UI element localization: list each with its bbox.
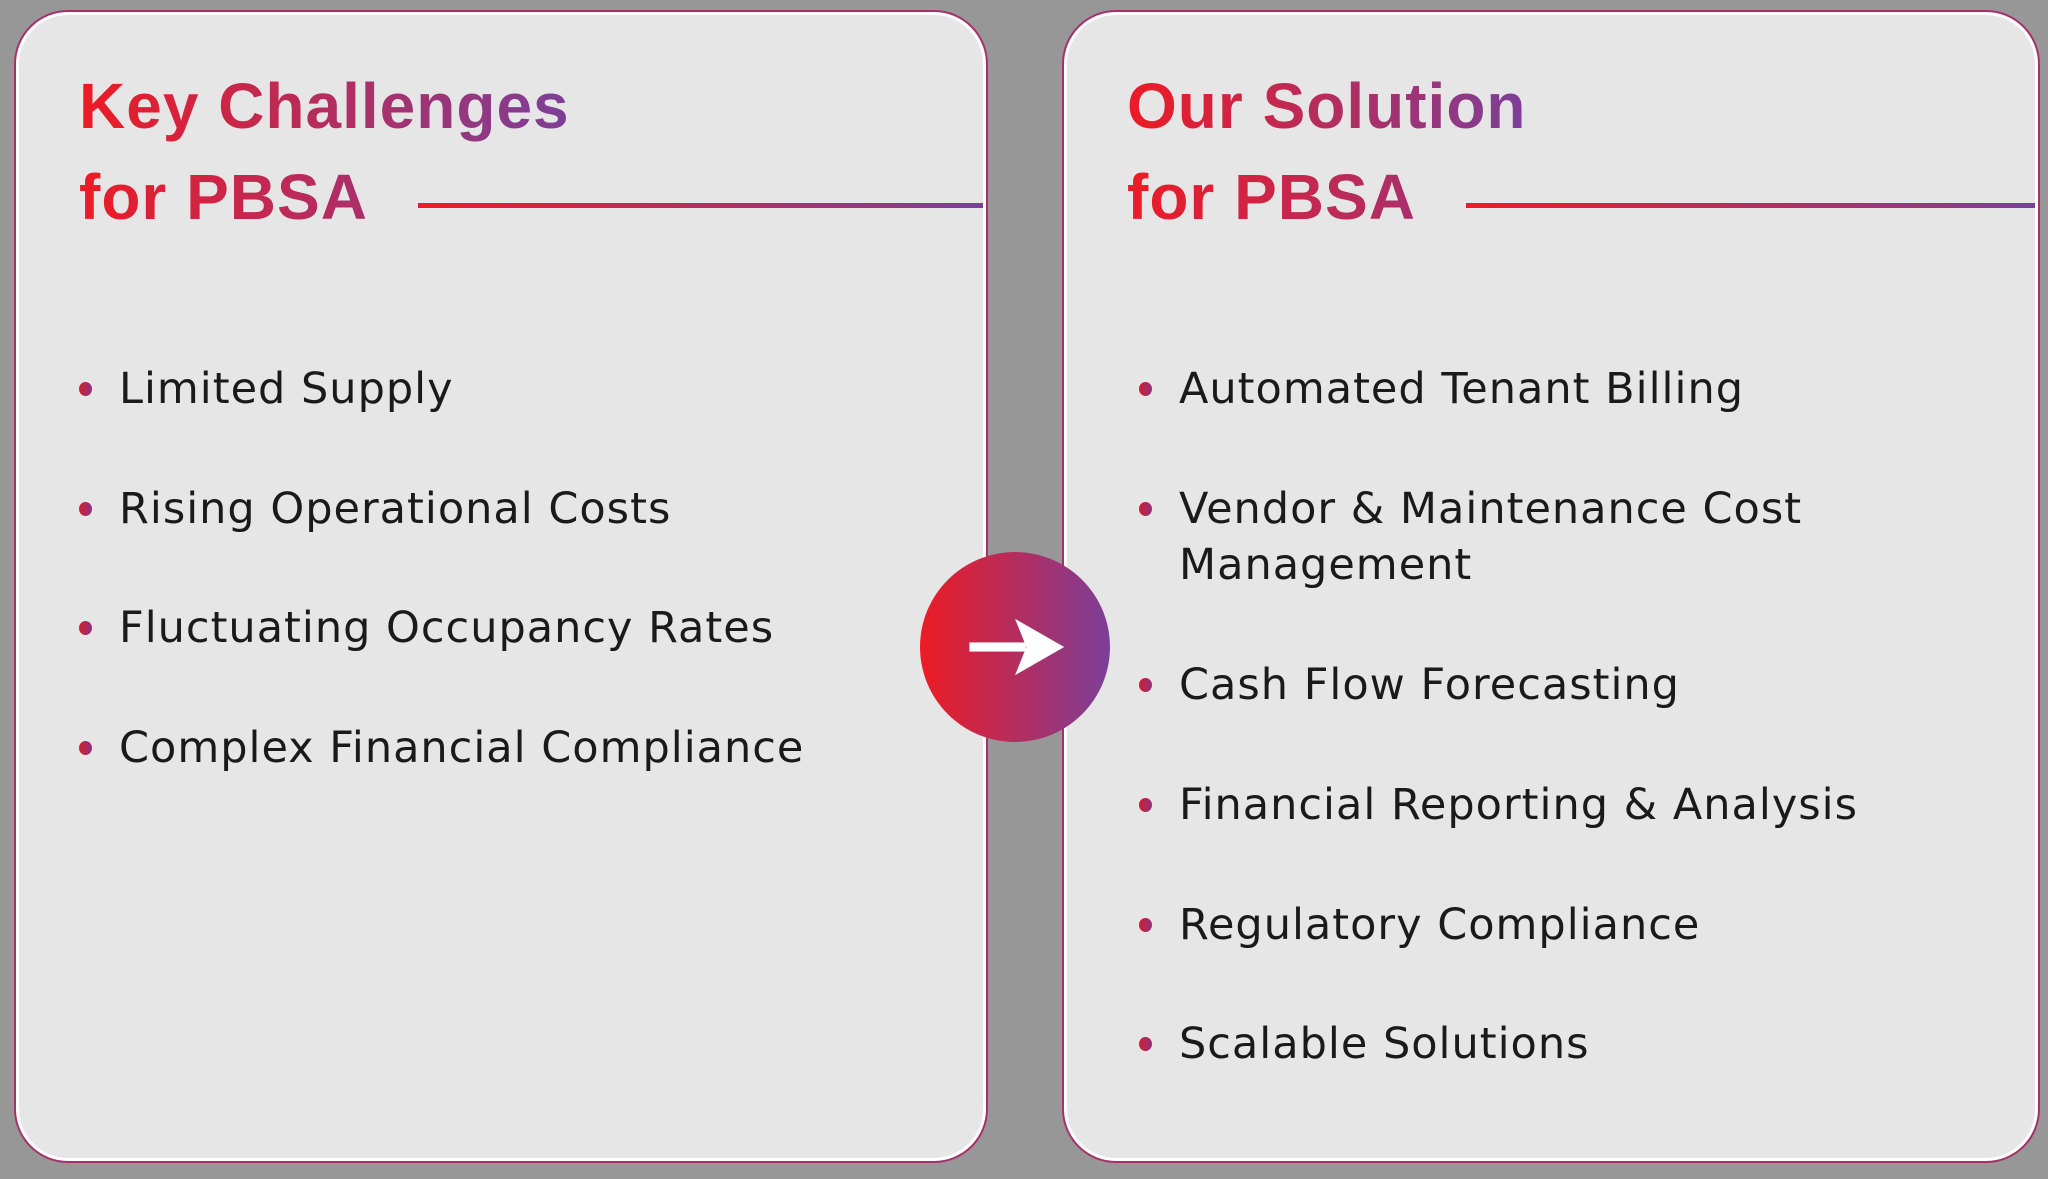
- solution-card: Our Solution for PBSA Automated Tenant B…: [1064, 12, 2038, 1161]
- list-item: Cash Flow Forecasting: [1139, 657, 1949, 714]
- challenges-card-title: Key Challenges for PBSA: [79, 61, 983, 243]
- right-arrow-icon: [969, 618, 1065, 676]
- bullet-icon: [79, 381, 92, 396]
- solution-list: Automated Tenant Billing Vendor & Mainte…: [1139, 361, 1949, 1073]
- list-item-label: Financial Reporting & Analysis: [1179, 779, 1859, 830]
- challenges-title-line2: for PBSA: [79, 152, 368, 243]
- solution-title-line2: for PBSA: [1127, 152, 1416, 243]
- bullet-icon: [1139, 678, 1152, 692]
- solution-card-title: Our Solution for PBSA: [1127, 61, 2035, 243]
- list-item-label: Limited Supply: [119, 363, 454, 414]
- list-item: Rising Operational Costs: [79, 481, 983, 538]
- solution-title-line1: Our Solution: [1127, 61, 1527, 152]
- list-item-label: Complex Financial Compliance: [119, 723, 805, 773]
- transition-arrow-badge: [920, 552, 1110, 742]
- bullet-icon: [79, 741, 92, 755]
- list-item: Complex Financial Compliance: [79, 720, 983, 777]
- bullet-icon: [1139, 501, 1152, 516]
- challenges-title-line1: Key Challenges: [79, 61, 570, 152]
- list-item-label: Scalable Solutions: [1179, 1019, 1590, 1070]
- bullet-icon: [79, 621, 92, 636]
- list-item-label: Automated Tenant Billing: [1179, 363, 1744, 414]
- bullet-icon: [1139, 797, 1152, 812]
- list-item-label: Rising Operational Costs: [119, 483, 672, 534]
- title-underline: [417, 202, 983, 208]
- list-item: Financial Reporting & Analysis: [1139, 777, 1949, 834]
- list-item: Scalable Solutions: [1139, 1016, 1949, 1073]
- list-item-label: Regulatory Compliance: [1179, 899, 1701, 950]
- list-item: Fluctuating Occupancy Rates: [79, 600, 983, 657]
- bullet-icon: [1139, 381, 1152, 396]
- title-underline: [1465, 202, 2035, 208]
- bullet-icon: [1139, 1037, 1152, 1052]
- list-item-label: Cash Flow Forecasting: [1179, 660, 1680, 710]
- challenges-card: Key Challenges for PBSA Limited Supply R…: [16, 12, 986, 1161]
- list-item: Vendor & Maintenance Cost Management: [1139, 481, 1949, 595]
- bullet-icon: [79, 501, 92, 516]
- bullet-icon: [1139, 917, 1152, 932]
- list-item: Regulatory Compliance: [1139, 897, 1949, 954]
- list-item-label: Vendor & Maintenance Cost Management: [1179, 483, 1803, 591]
- list-item: Automated Tenant Billing: [1139, 361, 1949, 418]
- list-item-label: Fluctuating Occupancy Rates: [119, 603, 775, 654]
- list-item: Limited Supply: [79, 361, 983, 418]
- challenges-list: Limited Supply Rising Operational Costs …: [79, 361, 983, 777]
